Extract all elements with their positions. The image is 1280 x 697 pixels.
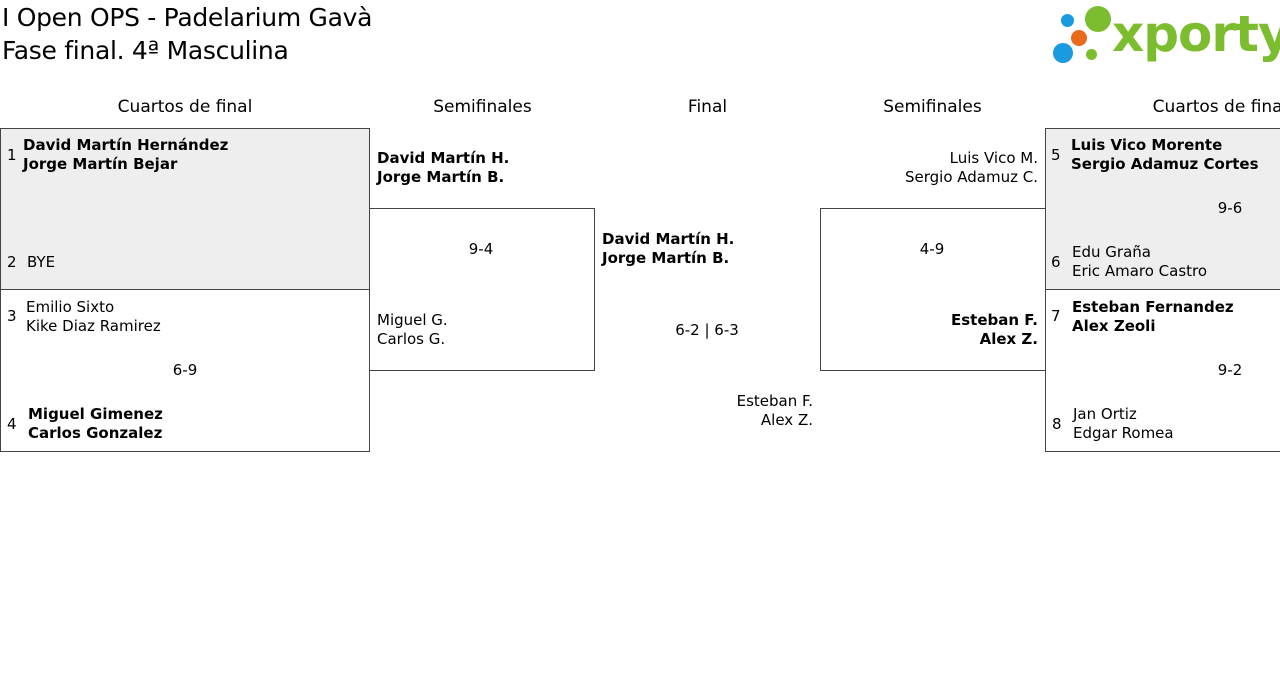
sf-match-left[interactable] [369,208,595,371]
qf-match-1[interactable] [0,128,370,290]
page-subtitle: Fase final. 4ª Masculina [2,36,289,65]
qf-match-3[interactable] [1045,128,1280,290]
player-name: Emilio Sixto [26,298,115,316]
player-name: Edu Graña [1072,243,1151,261]
final-team-name: Jorge Martín B. [602,249,730,267]
match-score: 9-4 [468,240,494,258]
player-name: Sergio Adamuz Cortes [1071,155,1259,173]
sf-team-name: David Martín H. [377,149,510,167]
match-score: 9-6 [1217,199,1243,217]
match-score: 6-9 [172,361,198,379]
seed-number: 8 [1052,415,1062,433]
logo-text: xporty [1112,5,1280,63]
sf-team-name: Jorge Martín B. [377,168,505,186]
sf-team-name: Alex Z. [979,330,1038,348]
player-name: Jan Ortiz [1073,405,1137,423]
player-name: Alex Zeoli [1072,317,1156,335]
player-name: Kike Diaz Ramirez [26,317,161,335]
seed-number: 5 [1051,146,1061,164]
final-team-name: David Martín H. [602,230,735,248]
player-name: David Martín Hernández [23,136,229,154]
player-name: Luis Vico Morente [1071,136,1223,154]
seed-number: 1 [7,146,17,164]
round-header-final: Final [687,97,728,117]
seed-number: 7 [1051,307,1061,325]
sf-team-name: Luis Vico M. [949,149,1038,167]
match-score: 4-9 [919,240,945,258]
final-score: 6-2 | 6-3 [675,321,739,339]
seed-number: 3 [7,307,17,325]
round-header-qf-right: Cuartos de final [1152,97,1280,117]
logo-dot-green-small-icon [1086,49,1097,60]
sf-team-name: Sergio Adamuz C. [904,168,1038,186]
logo-dot-green-icon [1085,6,1111,32]
seed-number: 4 [7,415,17,433]
sf-team-name: Carlos G. [377,330,446,348]
sf-team-name: Miguel G. [377,311,448,329]
logo-dot-blue-large-icon [1053,43,1073,63]
player-name: BYE [27,253,56,271]
sf-team-name: Esteban F. [950,311,1038,329]
final-team-name: Alex Z. [760,411,813,429]
player-name: Miguel Gimenez [28,405,163,423]
logo-dot-orange-icon [1071,30,1087,46]
xporty-logo[interactable]: xporty [1050,2,1280,68]
round-header-sf-right: Semifinales [883,97,982,117]
match-score: 9-2 [1217,361,1243,379]
player-name: Esteban Fernandez [1072,298,1234,316]
final-team-name: Esteban F. [736,392,813,410]
seed-number: 2 [7,253,17,271]
player-name: Edgar Romea [1073,424,1174,442]
seed-number: 6 [1051,253,1061,271]
sf-match-right[interactable] [820,208,1046,371]
round-header-sf-left: Semifinales [433,97,532,117]
logo-dot-blue-small-icon [1061,14,1074,27]
player-name: Carlos Gonzalez [28,424,163,442]
round-header-qf-left: Cuartos de final [117,97,253,117]
player-name: Eric Amaro Castro [1072,262,1208,280]
player-name: Jorge Martín Bejar [23,155,178,173]
page-title: I Open OPS - Padelarium Gavà [2,3,373,32]
